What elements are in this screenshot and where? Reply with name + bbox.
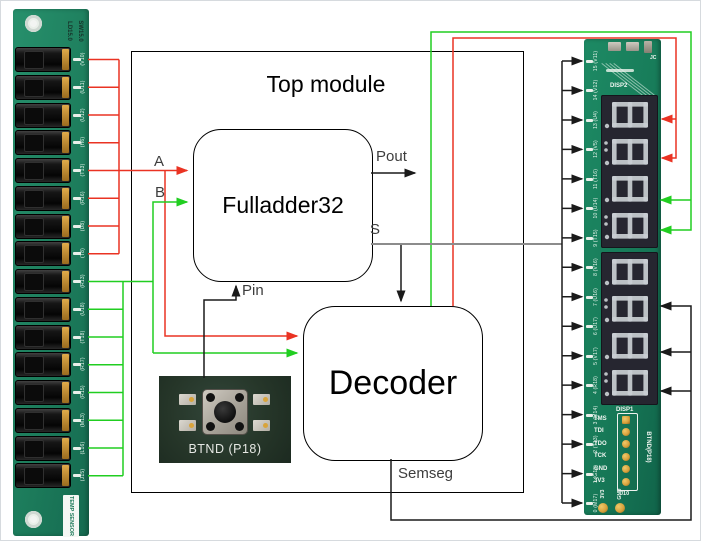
fulladder32-block: Fulladder32 [193, 129, 373, 282]
switch-pin-label: (M13) [80, 412, 86, 427]
fulladder32-label: Fulladder32 [222, 192, 344, 218]
dip-switch [15, 130, 71, 156]
dip-switch [15, 74, 71, 100]
tactile-button [203, 390, 247, 434]
dip-switch [15, 102, 71, 128]
dip-switch [15, 269, 71, 294]
mounting-hole [25, 15, 42, 32]
switch-pin-label: (J15) [80, 469, 86, 482]
switch-pin-label: (H6) [80, 136, 86, 148]
btnd-label: BTND (P18) [188, 442, 262, 456]
switch-pin-label: (R16) [80, 190, 86, 205]
port-b-label: B [155, 184, 166, 201]
dip-switch [15, 158, 71, 183]
switch-board-photo: LD15.0 SW15.0 (V10) (U11) (U12) (H6) (T13) (R… [13, 9, 89, 537]
switch-pin-label: (T18) [80, 330, 86, 343]
dip-switch [15, 463, 71, 489]
mounting-hole [25, 511, 42, 528]
decoder-block: Decoder [303, 306, 483, 461]
switch-pin-label: (R13) [80, 274, 86, 288]
switch-pin-label: (U18) [80, 301, 86, 316]
dip-switch [15, 296, 71, 322]
dip-switch [15, 352, 71, 378]
switch-pin-label: (V10) [80, 52, 86, 66]
decoder-label: Decoder [328, 364, 458, 402]
left-board-header-ld: LD15.0 [66, 21, 72, 41]
btnd-button-photo: BTND (P18) [159, 376, 291, 463]
dip-switch [15, 407, 71, 433]
port-s-label: S [370, 221, 381, 238]
temp-sensor-silk: TEMP SENSOR [63, 495, 79, 537]
dip-switch [15, 213, 71, 239]
port-semseg-label: Semseg [398, 465, 454, 482]
port-pin-label: Pin [242, 282, 264, 299]
left-board-header-sw: SW15.0 [77, 20, 83, 42]
dip-switch [15, 47, 71, 72]
switch-pin-label: (U8) [80, 220, 86, 231]
dip-switch [15, 185, 71, 211]
switch-pin-label: (T13) [80, 163, 86, 177]
switch-pin-label: (L16) [80, 441, 86, 454]
top-module-label: Top module [266, 71, 386, 97]
switch-pin-label: (R17) [80, 357, 86, 372]
switch-pin-label: (R15) [80, 385, 86, 399]
dip-switch [15, 324, 71, 350]
switch-pin-label: (U12) [80, 107, 86, 122]
switch-pin-label: (U11) [80, 80, 86, 94]
dip-switch [15, 380, 71, 405]
port-pout-label: Pout [376, 148, 407, 165]
dip-switch [15, 241, 71, 267]
dip-switch [15, 435, 71, 461]
port-a-label: A [154, 153, 165, 170]
switch-pin-label: (T8) [80, 248, 86, 259]
